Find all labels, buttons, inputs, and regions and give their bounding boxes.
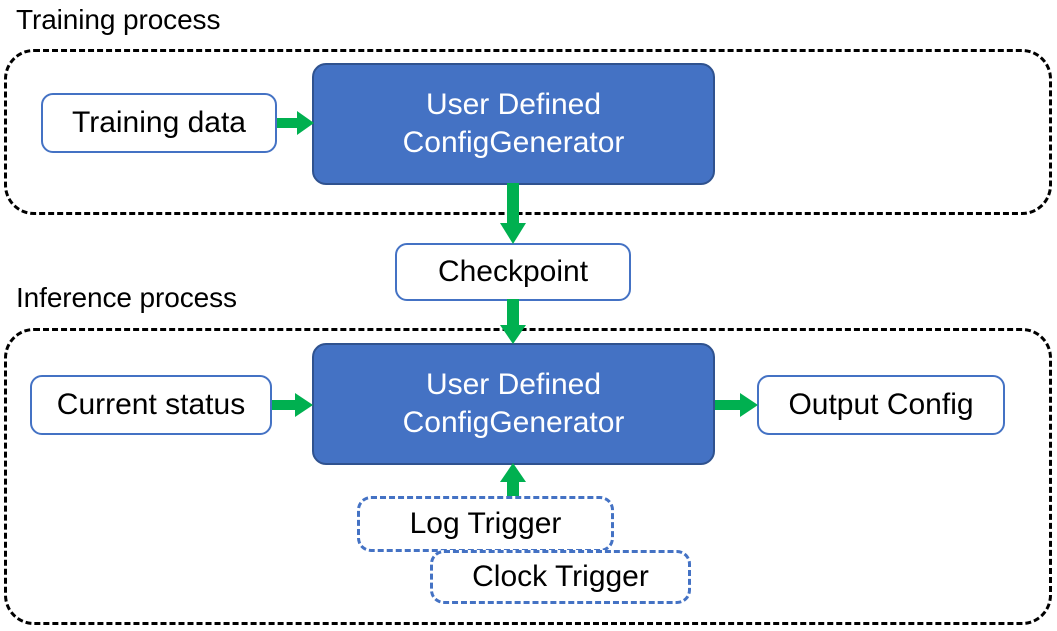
node-log-trigger[interactable]: Log Trigger — [357, 496, 614, 552]
node-current-status-label: Current status — [56, 388, 246, 421]
node-training-data-label: Training data — [72, 106, 246, 139]
arrow-checkpoint-to-inference-generator — [498, 299, 528, 345]
arrow-training-data-to-generator — [277, 108, 315, 138]
node-training-config-generator-label: User Defined ConfigGenerator — [402, 88, 625, 159]
node-inference-config-generator-label: User Defined ConfigGenerator — [402, 368, 625, 439]
node-clock-trigger[interactable]: Clock Trigger — [430, 550, 691, 604]
node-training-config-generator[interactable]: User Defined ConfigGenerator — [312, 63, 715, 185]
node-log-trigger-label: Log Trigger — [409, 507, 562, 540]
arrow-generator-to-output-config — [715, 390, 759, 420]
node-clock-trigger-label: Clock Trigger — [472, 560, 649, 593]
node-output-config-label: Output Config — [788, 388, 974, 421]
arrow-current-status-to-generator — [272, 390, 314, 420]
node-inference-config-generator[interactable]: User Defined ConfigGenerator — [312, 343, 715, 465]
node-current-status[interactable]: Current status — [30, 375, 272, 435]
node-training-data[interactable]: Training data — [41, 93, 277, 153]
node-checkpoint[interactable]: Checkpoint — [395, 243, 631, 301]
training-process-caption: Training process — [16, 4, 221, 35]
arrow-triggers-to-inference-generator — [498, 463, 528, 499]
node-output-config[interactable]: Output Config — [757, 375, 1005, 435]
inference-process-group — [4, 328, 1052, 625]
training-process-group — [4, 49, 1052, 215]
arrow-generator-to-checkpoint — [498, 183, 528, 245]
inference-process-caption: Inference process — [16, 282, 237, 313]
node-checkpoint-label: Checkpoint — [437, 255, 589, 288]
